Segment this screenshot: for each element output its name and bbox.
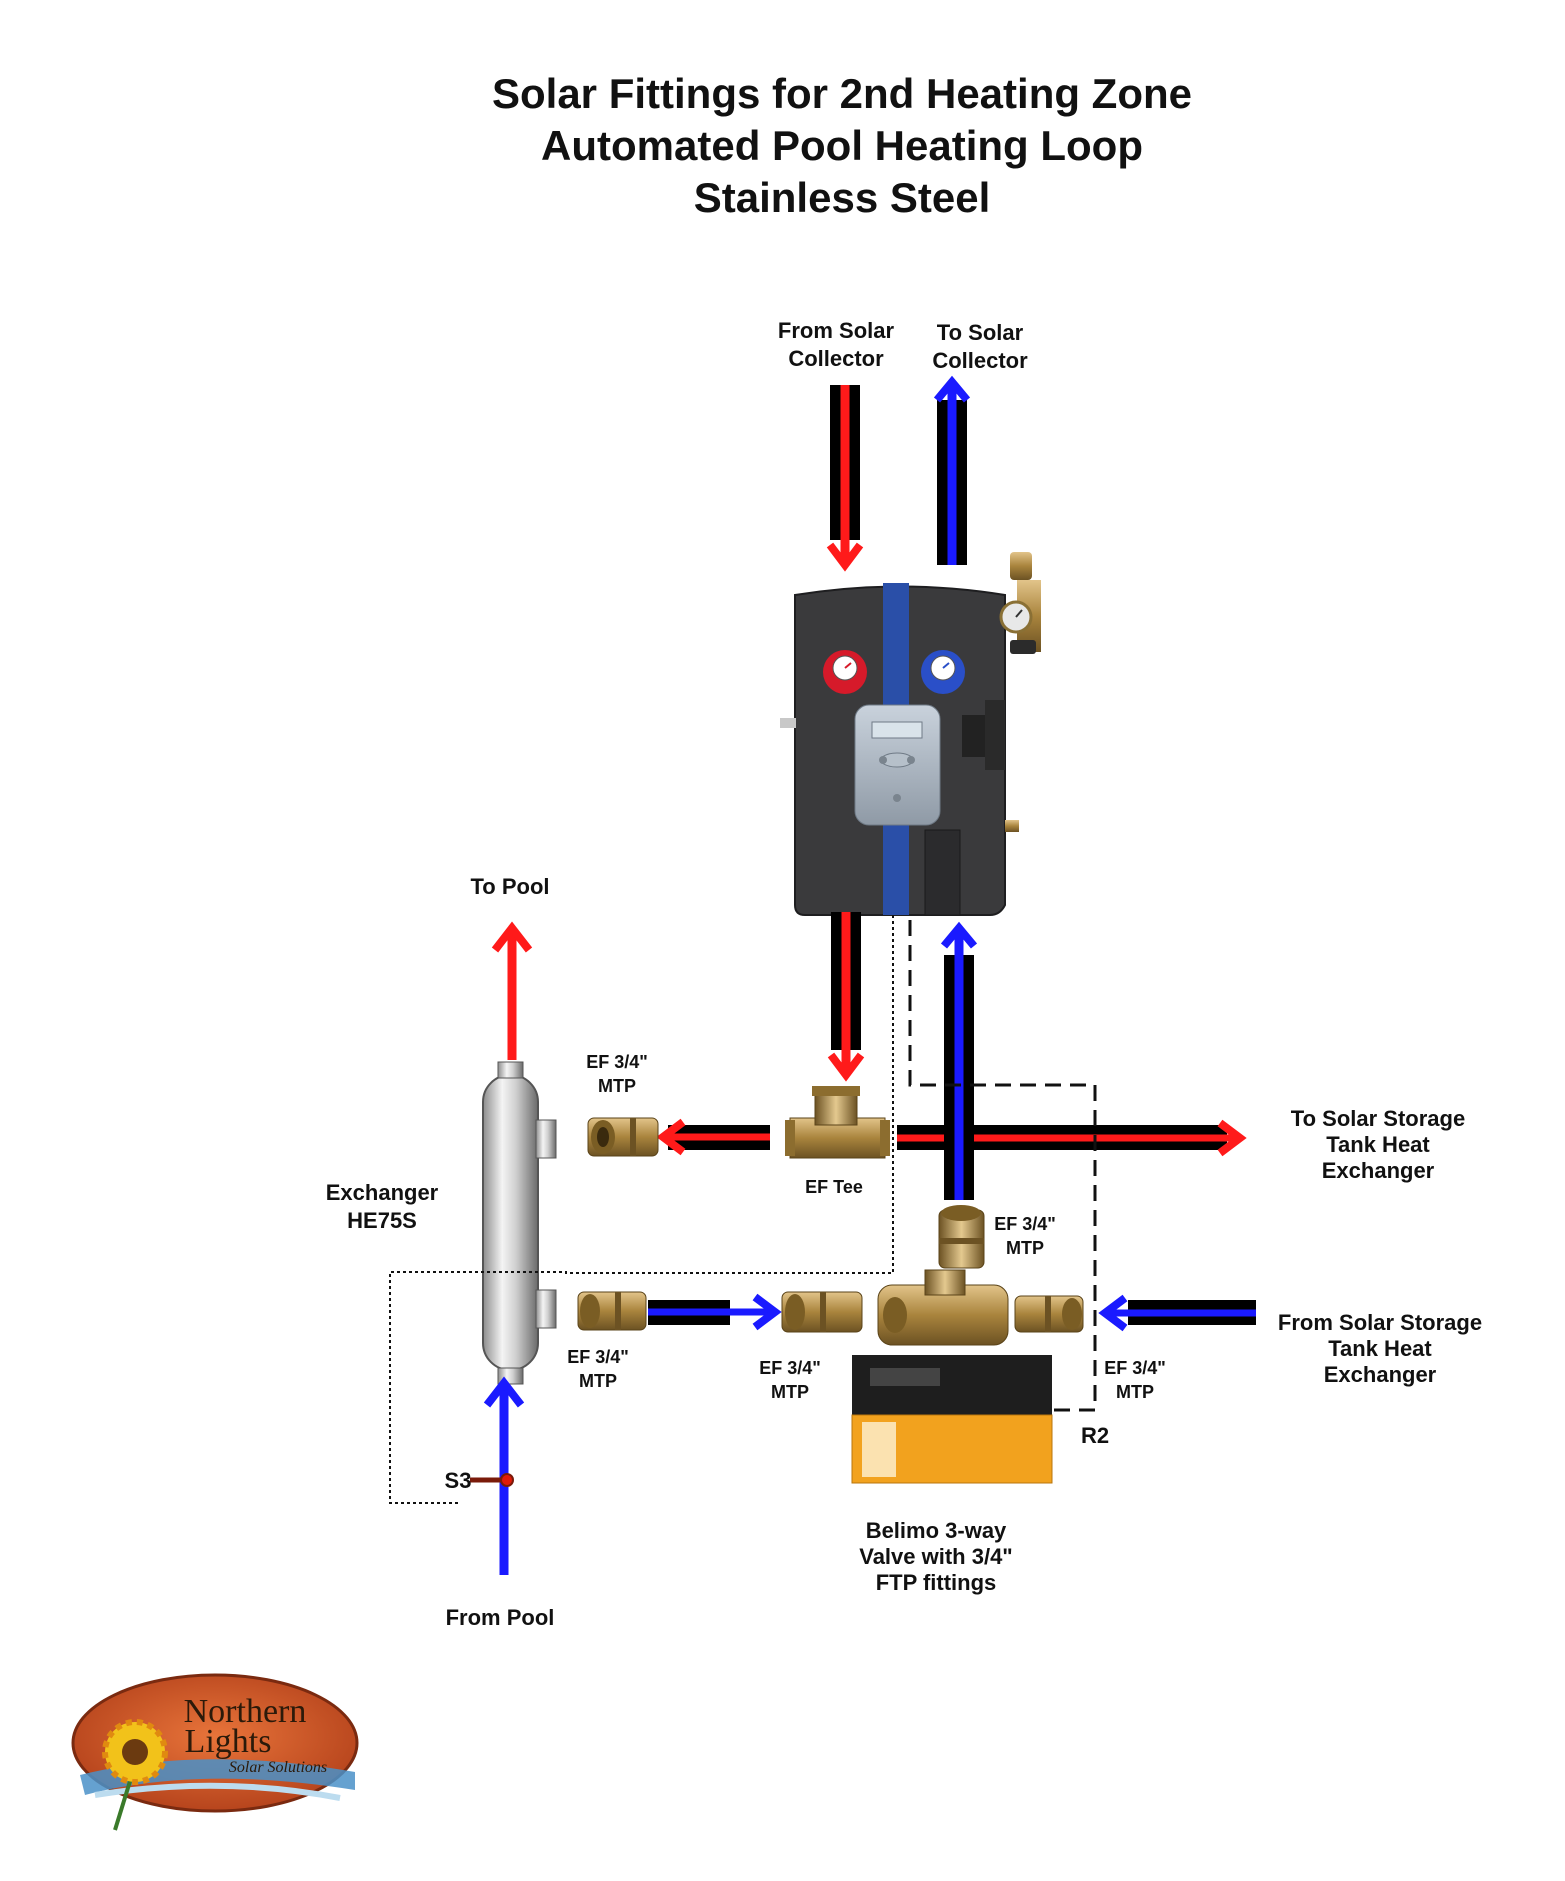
pipe-station-to-tee <box>827 912 865 1082</box>
heat-exchanger-he75s <box>482 1061 557 1385</box>
sunflower-icon <box>102 1719 168 1785</box>
from-solar-collector-label-2: Collector <box>788 346 884 371</box>
exchanger-label-2: HE75S <box>347 1208 417 1233</box>
logo-line-3: Solar Solutions <box>229 1759 327 1776</box>
fitting-hot-label-1: EF 3/4" <box>586 1052 648 1072</box>
from-pool-label: From Pool <box>446 1605 555 1630</box>
valve-label-3: FTP fittings <box>876 1570 997 1595</box>
to-pool-label: To Pool <box>470 874 549 899</box>
to-storage-label-3: Exchanger <box>1322 1158 1435 1183</box>
northern-lights-logo: Northern Lights Solar Solutions <box>71 1673 359 1831</box>
fitting-valve-left-label-1: EF 3/4" <box>759 1358 821 1378</box>
fitting-cold-left-label-1: EF 3/4" <box>567 1347 629 1367</box>
to-solar-collector-label: To Solar <box>937 320 1024 345</box>
fitting-valve-right-label-2: MTP <box>1116 1382 1154 1402</box>
to-solar-collector-label-2: Collector <box>932 348 1028 373</box>
to-storage-label-2: Tank Heat <box>1326 1132 1430 1157</box>
title-line-3: Stainless Steel <box>694 174 990 221</box>
fitting-valve-top-label-1: EF 3/4" <box>994 1214 1056 1234</box>
pipe-to-collector <box>933 375 971 565</box>
logo-line-2: Lights <box>185 1723 272 1760</box>
from-storage-label-3: Exchanger <box>1324 1362 1437 1387</box>
relay-r2-label: R2 <box>1081 1423 1109 1448</box>
pipe-valve-to-exchanger <box>648 1293 782 1331</box>
wiring-s3 <box>389 915 894 1504</box>
wiring-r2 <box>908 920 1097 1412</box>
fitting-valve-right-port <box>1014 1295 1084 1333</box>
pipe-from-storage-tank <box>1098 1294 1256 1332</box>
belimo-3-way-valve <box>851 1269 1053 1484</box>
ef-tee-label: EF Tee <box>805 1177 863 1197</box>
fitting-valve-left-port <box>781 1291 863 1333</box>
ef-tee-fitting <box>785 1086 890 1159</box>
fitting-exchanger-hot-port <box>587 1117 659 1157</box>
fitting-valve-top-port <box>938 1205 985 1269</box>
fitting-valve-right-label-1: EF 3/4" <box>1104 1358 1166 1378</box>
from-storage-label-1: From Solar Storage <box>1278 1310 1482 1335</box>
title-line-2: Automated Pool Heating Loop <box>541 122 1143 169</box>
from-storage-label-2: Tank Heat <box>1328 1336 1432 1361</box>
pump-station <box>780 552 1041 916</box>
title-line-1: Solar Fittings for 2nd Heating Zone <box>492 70 1192 117</box>
logo-line-1: Northern <box>184 1693 307 1730</box>
sensor-s3 <box>470 1473 514 1487</box>
arrow-to-pool <box>491 921 533 1060</box>
fitting-hot-label-2: MTP <box>598 1076 636 1096</box>
valve-label-1: Belimo 3-way <box>866 1518 1007 1543</box>
fitting-valve-top-label-2: MTP <box>1006 1238 1044 1258</box>
pipe-tee-to-exchanger <box>656 1118 770 1156</box>
sensor-s3-label: S3 <box>445 1468 472 1493</box>
exchanger-label-1: Exchanger <box>326 1180 439 1205</box>
to-storage-label-1: To Solar Storage <box>1291 1106 1465 1131</box>
pipe-from-collector <box>826 385 864 572</box>
valve-label-2: Valve with 3/4" <box>859 1544 1013 1569</box>
from-solar-collector-label: From Solar <box>778 318 895 343</box>
safety-valve-group <box>999 552 1041 654</box>
fitting-valve-left-label-2: MTP <box>771 1382 809 1402</box>
fitting-exchanger-cold-port <box>577 1291 647 1331</box>
fitting-cold-left-label-2: MTP <box>579 1371 617 1391</box>
